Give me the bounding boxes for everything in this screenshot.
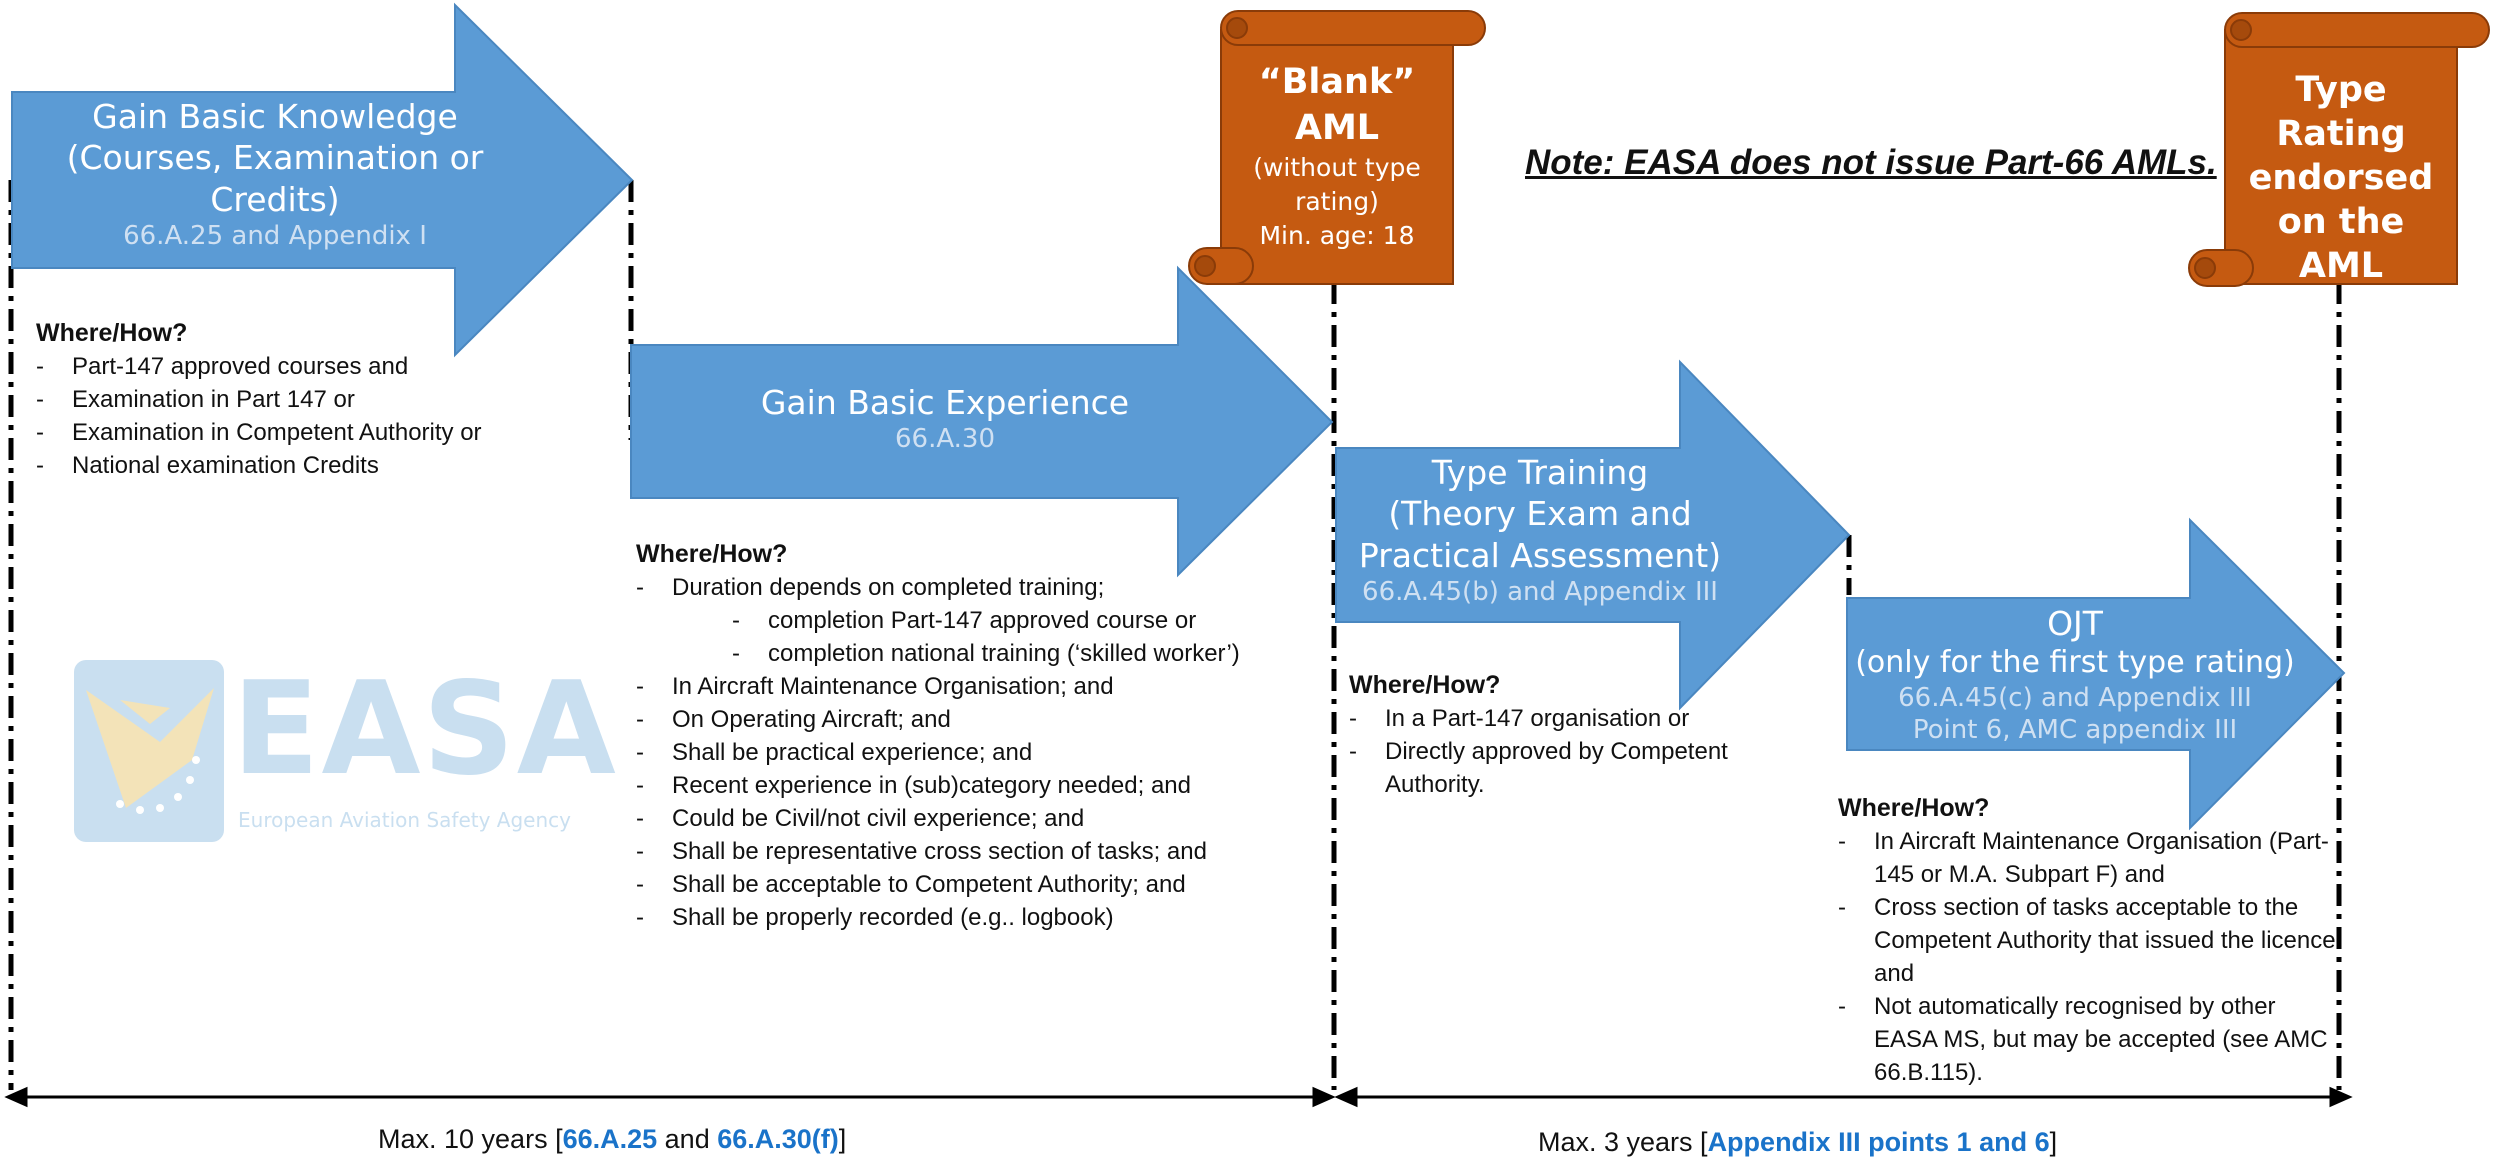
timeline-arrowhead-left-1 <box>4 1086 28 1108</box>
stage-basic-knowledge-line-2: (Courses, Examination or <box>66 138 484 178</box>
stage-ojt-label: OJT (only for the first type rating) 66.… <box>1855 603 2295 747</box>
where-how-item: Duration depends on completed training; <box>636 571 1276 604</box>
stage-arrow-basic-knowledge <box>11 2 634 358</box>
aml-type-rating-line-3: on the <box>2277 202 2405 242</box>
stage-type-training-line-2: (Theory Exam and <box>1388 494 1692 534</box>
easa-logo-text: EASA <box>232 655 618 804</box>
where-how-item: Shall be acceptable to Competent Authori… <box>636 868 1276 901</box>
stage-basic-knowledge-line-1: Gain Basic Knowledge <box>92 97 458 136</box>
where-how-item: Shall be representative cross section of… <box>636 835 1276 868</box>
where-how-item: Examination in Competent Authority or <box>36 416 596 449</box>
where-how-item: In Aircraft Maintenance Organisation; an… <box>636 670 1276 703</box>
stage-ojt-subtitle: (only for the first type rating) <box>1855 645 2295 681</box>
stage-ojt-title: OJT <box>2047 604 2103 643</box>
timeline-arrowhead-right-1 <box>1312 1086 1336 1108</box>
aml-blank-min-age: Min. age: 18 <box>1259 220 1415 250</box>
stage-arrow-type-training <box>1335 359 1851 711</box>
where-how-item-continued: 66.B.115). <box>1874 1059 1983 1086</box>
stage-type-training-ref: 66.A.45(b) and Appendix III <box>1362 576 1718 607</box>
aml-blank-note-1: (without type <box>1253 153 1421 182</box>
footer-and: and <box>657 1124 718 1154</box>
stage-basic-knowledge-ref: 66.A.25 and Appendix I <box>123 220 427 251</box>
where-how-item: In a Part-147 organisation or <box>1349 702 1729 735</box>
footer-3-years: Max. 3 years [Appendix III points 1 and … <box>1538 1127 2057 1158</box>
where-how-heading: Where/How? <box>1838 794 1990 822</box>
aml-blank-note-2: rating) <box>1295 186 1379 216</box>
footer-close-bracket: ] <box>2049 1127 2058 1157</box>
where-how-item: Shall be properly recorded (e.g.. logboo… <box>636 901 1276 934</box>
where-how-basic-knowledge: Where/How? Part-147 approved courses and… <box>36 317 596 482</box>
aml-scroll-type-rating <box>2188 12 2490 287</box>
stage-basic-knowledge-line-3: Credits) <box>210 179 340 219</box>
aml-type-rating-text: Type Rating endorsed on the AML <box>2225 68 2457 288</box>
stage-basic-knowledge-label: Gain Basic Knowledge (Courses, Examinati… <box>60 96 490 252</box>
link-appendix-iii[interactable]: Appendix III points 1 and 6 <box>1707 1127 2050 1157</box>
where-how-item: Part-147 approved courses and <box>36 350 596 383</box>
where-how-item: Directly approved by Competent <box>1349 735 1729 768</box>
where-how-ojt: Where/How? In Aircraft Maintenance Organ… <box>1838 792 2338 1089</box>
where-how-subitem: completion national training (‘skilled w… <box>636 637 1276 670</box>
where-how-item: On Operating Aircraft; and <box>636 703 1276 736</box>
footer-close-bracket: ] <box>838 1124 847 1154</box>
aml-blank-text: “Blank” AML (without type rating) Min. a… <box>1221 60 1453 252</box>
footer-10-years-text: Max. 10 years [ <box>378 1124 563 1154</box>
where-how-item-continued: Competent Authority that issued the lice… <box>1874 927 2336 954</box>
stage-type-training-label: Type Training (Theory Exam and Practical… <box>1355 452 1725 608</box>
timeline-arrowhead-right-2 <box>2329 1086 2353 1108</box>
where-how-item-continued: and <box>1874 960 1915 987</box>
stage-basic-experience-title: Gain Basic Experience <box>760 383 1130 422</box>
aml-type-rating-line-4: AML <box>2298 246 2384 286</box>
where-how-item: Recent experience in (sub)category neede… <box>636 769 1276 802</box>
where-how-heading: Where/How? <box>36 319 188 347</box>
where-how-basic-experience: Where/How? Duration depends on completed… <box>636 538 1276 934</box>
aml-blank-title: AML <box>1294 107 1380 148</box>
easa-logo-subtitle: European Aviation Safety Agency <box>238 808 571 832</box>
aml-type-rating-line-1: Type Rating <box>2276 70 2406 154</box>
stage-basic-experience-label: Gain Basic Experience 66.A.30 <box>720 382 1170 456</box>
stage-basic-experience-ref: 66.A.30 <box>894 424 996 455</box>
easa-logo-bird <box>74 660 224 842</box>
stage-arrow-ojt <box>1846 517 2346 831</box>
stage-ojt-ref-2: Point 6, AMC appendix III <box>1912 715 2238 746</box>
where-how-item: Not automatically recognised by other <box>1838 990 2338 1023</box>
link-66a30f[interactable]: 66.A.30(f) <box>717 1124 839 1154</box>
aml-scroll-blank <box>1188 10 1486 285</box>
stage-type-training-line-3: Practical Assessment) <box>1358 535 1722 575</box>
where-how-item: Could be Civil/not civil experience; and <box>636 802 1276 835</box>
where-how-subitem: completion Part-147 approved course or <box>636 604 1276 637</box>
where-how-item: Shall be practical experience; and <box>636 736 1276 769</box>
where-how-item-continued: EASA MS, but may be accepted (see AMC <box>1874 1026 2328 1053</box>
where-how-item: In Aircraft Maintenance Organisation (Pa… <box>1838 825 2338 858</box>
where-how-heading: Where/How? <box>1349 671 1501 699</box>
where-how-heading: Where/How? <box>636 540 788 568</box>
aml-type-rating-line-2: endorsed <box>2248 158 2434 198</box>
stage-ojt-ref-1: 66.A.45(c) and Appendix III <box>1898 682 2252 713</box>
where-how-item-continued: 145 or M.A. Subpart F) and <box>1874 861 2165 888</box>
where-how-item-continued: Authority. <box>1385 771 1485 798</box>
easa-note: Note: EASA does not issue Part-66 AMLs. <box>1525 143 2217 182</box>
footer-10-years: Max. 10 years [66.A.25 and 66.A.30(f)] <box>378 1124 846 1155</box>
where-how-item: National examination Credits <box>36 449 596 482</box>
stage-arrow-basic-experience <box>630 265 1334 578</box>
where-how-type-training: Where/How? In a Part-147 organisation or… <box>1349 669 1729 801</box>
stage-type-training-line-1: Type Training <box>1431 453 1649 492</box>
where-how-item: Cross section of tasks acceptable to the <box>1838 891 2338 924</box>
where-how-item: Examination in Part 147 or <box>36 383 596 416</box>
link-66a25[interactable]: 66.A.25 <box>562 1124 658 1154</box>
timeline-arrowhead-left-2 <box>1334 1086 1358 1108</box>
footer-3-years-text: Max. 3 years [ <box>1538 1127 1708 1157</box>
aml-blank-quote: “Blank” <box>1258 62 1416 102</box>
